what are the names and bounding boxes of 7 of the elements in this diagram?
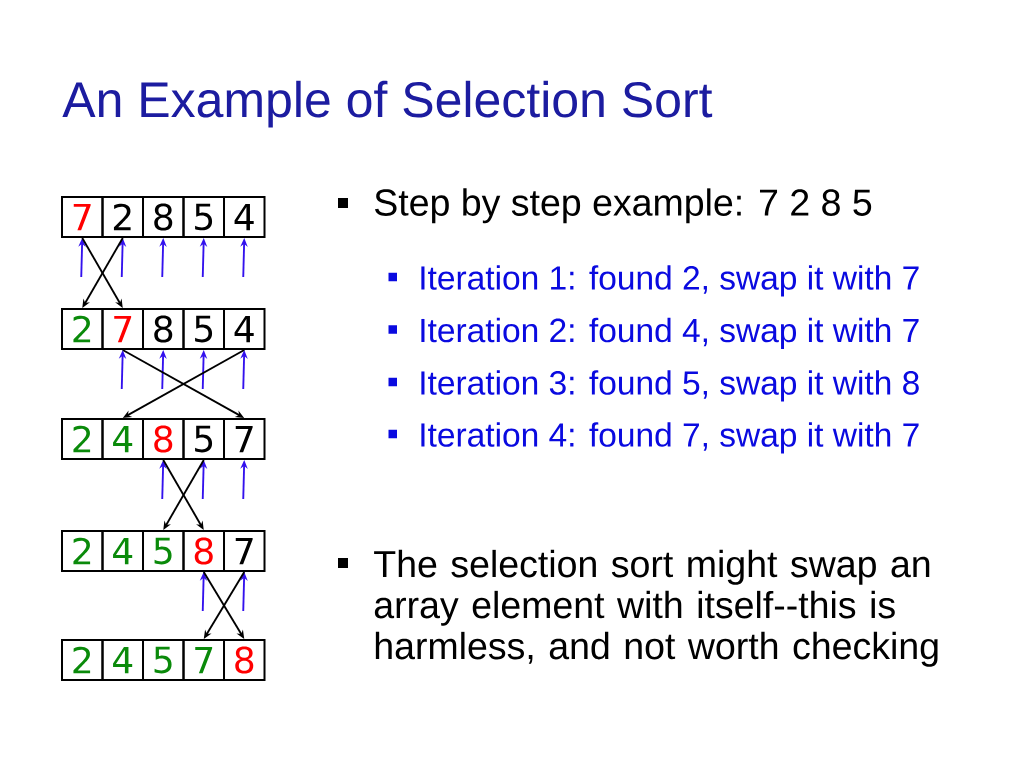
bullet-text: Iteration 2: found 4, swap it with 7 [421,317,919,349]
bullet-text: The selection sort might swap an array element with itself--this is harmless, and not worth checking [374,549,938,667]
title: An Example of Selection Sort [62,80,713,128]
bullet-text: Iteration 1: found 2, swap it with 7 [421,265,919,297]
bullet-text: Step by step example: 7 2 8 5 [374,188,872,224]
bullet-text: Iteration 4: found 7, swap it with 7 [421,422,919,454]
bullet-text: Iteration 3: found 5, swap it with 8 [421,370,919,402]
